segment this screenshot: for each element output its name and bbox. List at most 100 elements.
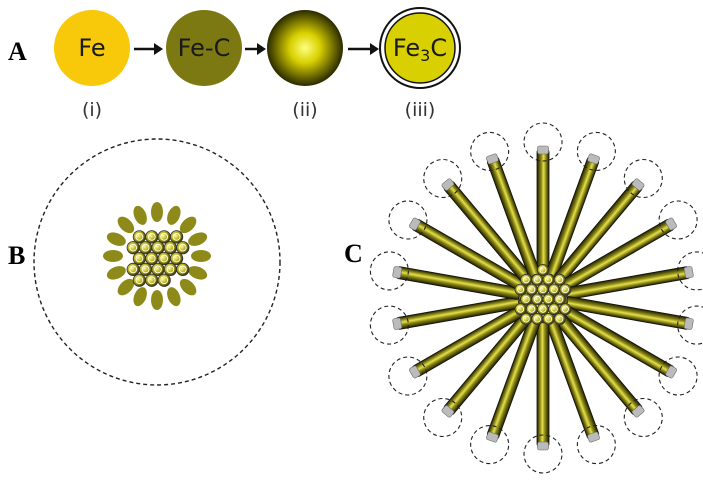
cluster-particle-highlight	[129, 265, 138, 274]
cluster-particle	[537, 283, 550, 296]
nanotube-tip	[665, 217, 677, 231]
panel-a: Fe Fe-C (i) (ii) Fe3C (iii)	[54, 7, 461, 121]
cluster-particle	[537, 303, 550, 316]
cluster-particle-highlight	[561, 286, 569, 294]
cluster-particle	[126, 262, 140, 276]
cluster-particle	[520, 293, 533, 306]
cluster-particle	[145, 230, 159, 244]
tip-dashed-circle	[470, 131, 510, 171]
tip-dashed-circle	[658, 356, 698, 396]
cluster-particle	[537, 263, 550, 276]
olive-droplet	[191, 250, 211, 262]
cluster-particle-highlight	[556, 295, 564, 303]
cluster-particle	[531, 312, 544, 325]
cluster-particle-highlight	[533, 295, 541, 303]
arrow-1-head	[154, 43, 163, 55]
cluster-particle-highlight	[154, 243, 162, 252]
tip-dashed-circle	[658, 200, 698, 240]
caption-ii: (ii)	[292, 99, 317, 121]
cluster-particle-highlight	[522, 276, 530, 284]
olive-droplet	[188, 266, 208, 280]
nanotube-tip	[537, 441, 549, 451]
cluster-particle-highlight	[135, 232, 144, 241]
cluster-particle	[553, 312, 566, 325]
cluster-particle-highlight	[533, 276, 541, 284]
tip-dashed-circle	[677, 251, 703, 291]
olive-droplet	[167, 205, 181, 225]
cluster-particle-highlight	[172, 254, 181, 263]
cluster-particle	[548, 283, 561, 296]
olive-droplet	[106, 266, 126, 280]
cluster-particle-highlight	[178, 265, 187, 274]
tip-dashed-circle	[523, 122, 563, 162]
cluster-particle-highlight	[147, 276, 156, 285]
cluster-particle-highlight	[533, 315, 541, 323]
nanotube-tip	[683, 317, 694, 330]
cluster-particle-highlight	[539, 266, 547, 274]
boundary-circle-b	[33, 138, 281, 386]
olive-droplet	[179, 278, 197, 296]
cluster-particle	[151, 241, 165, 255]
cluster-particle	[157, 273, 171, 287]
arrow-2-head	[257, 43, 266, 55]
cluster-particle-highlight	[550, 286, 558, 294]
tip-dashed-circle	[369, 305, 409, 345]
cluster-particle-highlight	[166, 243, 175, 252]
cluster-particle-highlight	[522, 315, 530, 323]
tip-dashed-circle	[623, 158, 663, 199]
cluster-particle-highlight	[545, 315, 553, 323]
cluster-particle	[132, 273, 146, 287]
olive-droplet	[133, 205, 147, 225]
cluster-particle	[531, 273, 544, 286]
cluster-particle	[132, 230, 146, 244]
cluster-particle	[139, 241, 153, 255]
caption-i: (i)	[82, 99, 102, 121]
nanotube-tip	[537, 145, 549, 155]
olive-droplet	[117, 278, 135, 296]
cluster-particle	[542, 293, 555, 306]
cluster-particle	[531, 293, 544, 306]
olive-droplet	[133, 287, 147, 307]
tip-dashed-circle	[388, 356, 428, 396]
stage-fe-circle	[54, 10, 130, 86]
cluster-particle	[559, 303, 572, 316]
cluster-particle-highlight	[135, 276, 144, 285]
cluster-particle-highlight	[129, 243, 138, 252]
cluster-particle	[542, 273, 555, 286]
cluster-particle	[553, 293, 566, 306]
cluster-particle-highlight	[556, 276, 564, 284]
nanotube-tip	[587, 153, 600, 165]
nanotube-tip	[486, 431, 499, 443]
cluster-particle	[542, 312, 555, 325]
nanotube	[543, 307, 616, 465]
stage-fe3c-circle	[384, 12, 456, 84]
nanotube-tip	[683, 266, 694, 279]
cluster-particle	[132, 251, 146, 266]
olive-droplet	[179, 216, 197, 234]
cluster-particle-highlight	[160, 254, 169, 263]
cluster-particle-highlight	[166, 265, 175, 274]
tip-dashed-circle	[388, 200, 428, 240]
nanotube-tip	[441, 178, 455, 191]
cluster-particle	[548, 303, 561, 316]
olive-droplet	[151, 290, 163, 310]
cluster-particle	[163, 262, 177, 276]
cluster-particle	[525, 283, 538, 296]
stage-fe-label: Fe	[78, 34, 105, 62]
cluster-particle-highlight	[556, 315, 564, 323]
cluster-particle-highlight	[141, 243, 150, 252]
cluster-particle-highlight	[561, 305, 569, 313]
cluster-particle	[176, 241, 190, 255]
cluster-particle	[170, 230, 184, 244]
nanotube-tip	[486, 153, 499, 165]
nanotube-body	[536, 149, 550, 275]
cluster-particle-highlight	[528, 305, 536, 313]
cluster-particle-highlight	[178, 243, 187, 252]
cluster-particle-highlight	[517, 286, 525, 294]
cluster-particle	[514, 283, 527, 296]
cluster-particle	[157, 230, 171, 244]
cluster-particle-highlight	[147, 254, 156, 263]
nanotube-tip	[409, 217, 421, 231]
cluster-particle	[151, 262, 165, 276]
